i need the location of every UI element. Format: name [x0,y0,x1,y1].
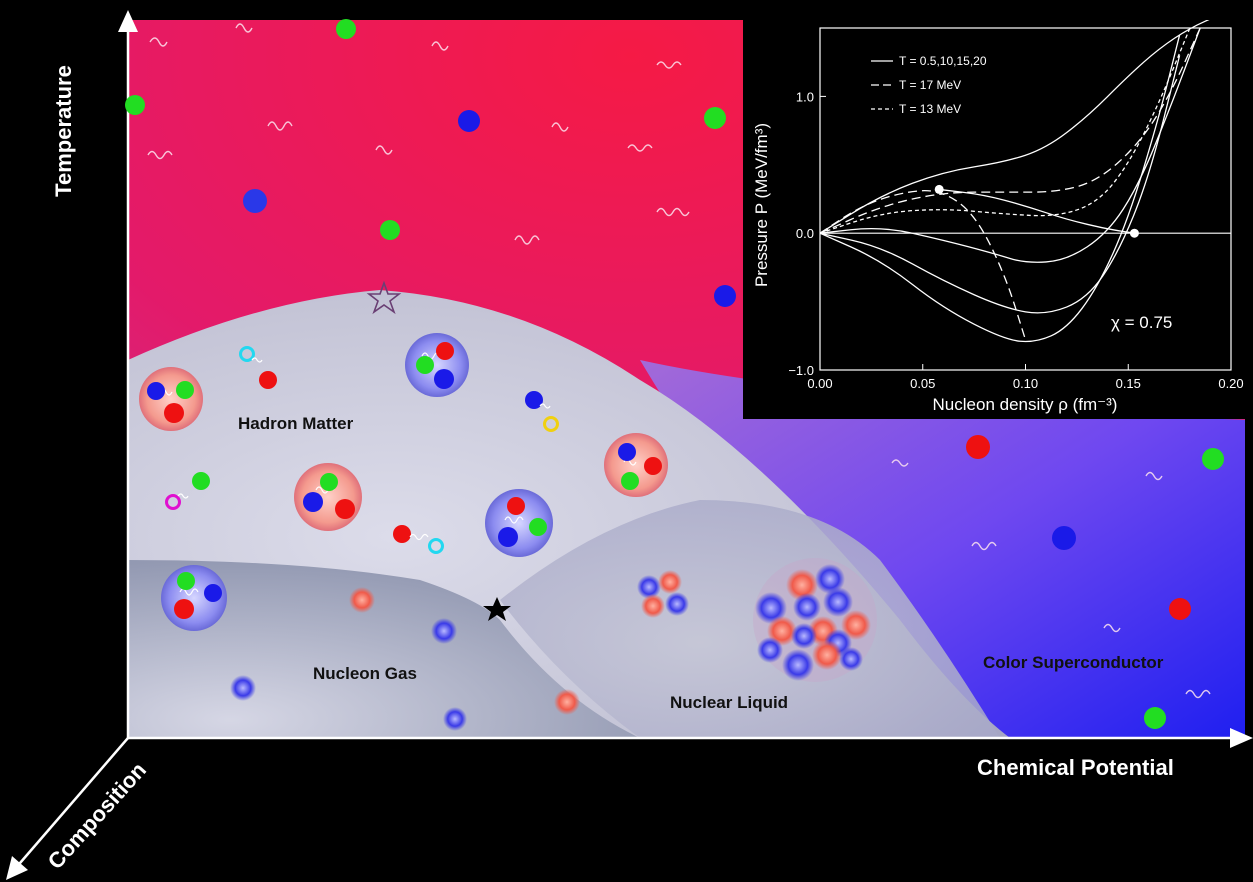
proton [349,587,375,613]
nuclear-liquid-region [500,500,1000,738]
gluon-icon [891,459,909,467]
baryon [405,333,469,397]
y-axis-label: Pressure P (MeV/fm³) [752,123,771,287]
marked-point-0 [934,184,944,194]
blue-quark [714,285,736,307]
gluon-icon [656,207,690,217]
gluon-icon [267,121,293,131]
x-tick-label: 0.05 [910,376,935,391]
x-tick-label: 0.20 [1218,376,1243,391]
baryon [139,367,203,431]
temperature-axis-label: Temperature [50,65,76,197]
gluon-icon [149,37,168,47]
gluon-icon [1185,689,1211,699]
baryon [604,433,668,497]
red-quark [966,435,990,459]
gluon-icon [627,144,653,152]
gluon-icon [971,541,997,551]
pressure-density-inset: 0.00 0.05 0.10 0.15 0.20 −1.0 0.0 1.0 T = 0.5,1… [743,13,1247,419]
nuclear-liquid-label: Nuclear Liquid [670,693,789,712]
red-quark [1169,598,1191,620]
proton [554,689,580,715]
y-tick-label: 1.0 [796,89,814,104]
x-tick-label: 0.15 [1116,376,1141,391]
superconductor-region [640,360,1245,738]
gluon-icon [1103,623,1121,633]
gluon-icon [147,150,173,160]
baryon [294,463,362,531]
x-tick-label: 0.10 [1013,376,1038,391]
meson [525,391,559,432]
marked-point-1 [1129,228,1139,238]
green-quark [704,107,726,129]
composition-axis-line [13,737,129,871]
gluon-icon [375,145,393,155]
green-quark [380,220,400,240]
legend-entry-solid: T = 0.5,10,15,20 [899,54,987,68]
series-line-3 [819,34,1181,343]
meson [239,346,277,389]
y-tick-label: 0.0 [796,226,814,241]
green-quark [1202,448,1224,470]
y-tick-label: −1.0 [788,363,814,378]
composition-axis-arrow-icon [6,856,28,880]
open-star-icon [366,280,402,315]
baryon [161,565,227,631]
neutron [230,675,256,701]
gluon-icon [1145,471,1163,481]
chemical-potential-axis-arrow-icon [1230,728,1253,748]
neutron [443,707,467,731]
color-superconductor-label: Color Superconductor [983,653,1164,672]
legend-entry-long-dash: T = 17 MeV [899,78,961,92]
meson [393,525,444,554]
gluon-icon [514,235,540,245]
neutron [431,618,457,644]
green-quark [336,19,356,39]
x-tick-label: 0.00 [807,376,832,391]
gluon-icon [431,41,449,51]
gluon-icon [235,23,253,33]
series-line-5 [819,27,1191,234]
chi-annotation: χ = 0.75 [1111,313,1172,332]
blue-quark [243,189,267,213]
temperature-axis-arrow-icon [118,10,138,32]
legend-entry-short-dash: T = 13 MeV [899,102,961,116]
pressure-density-chart: 0.00 0.05 0.10 0.15 0.20 −1.0 0.0 1.0 T = 0.5,1… [752,13,1244,414]
baryon [485,489,553,557]
filled-star-icon [483,597,511,621]
nucleon-gas-region [128,560,640,738]
blue-quark [1052,526,1076,550]
blue-quark [458,110,480,132]
small-nucleus [637,570,689,618]
series-line-0 [819,13,1221,234]
series-line-4 [819,27,1201,234]
nucleon-gas-label: Nucleon Gas [313,664,417,683]
series-line-1 [819,27,1201,263]
chemical-potential-axis-label: Chemical Potential [977,755,1174,780]
free-nucleons [230,587,580,731]
legend: T = 0.5,10,15,20 T = 17 MeV T = 13 MeV [871,54,987,116]
hadron-matter-label: Hadron Matter [238,414,354,433]
gluon-icon [551,122,569,132]
large-nucleus [753,558,877,682]
x-axis-label: Nucleon density ρ (fm⁻³) [933,395,1118,414]
green-quark [1144,707,1166,729]
gluon-icon [656,61,682,69]
gluon-squiggles [147,23,1211,699]
green-quark [125,95,145,115]
series-line-2 [819,55,1181,314]
free-quarks [125,19,1224,729]
series-line-7 [939,188,1135,234]
meson [165,472,210,510]
